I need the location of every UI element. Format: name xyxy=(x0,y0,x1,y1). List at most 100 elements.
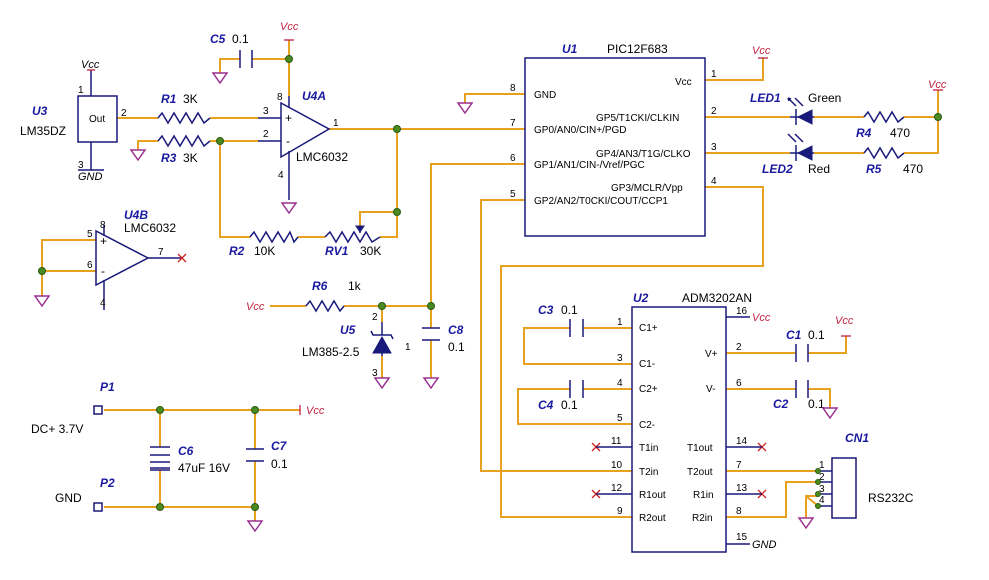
r5-vcc: Vcc xyxy=(928,79,947,91)
c2-ref: C2 xyxy=(773,397,789,411)
led1-diode: LED1 Green xyxy=(750,91,841,125)
u1-pin-name: GP3/MCLR/Vpp xyxy=(611,183,683,194)
u2-pin-num: 11 xyxy=(611,436,622,447)
u3-sensor: Out 1 3 2 U3 LM35DZ Vcc GND xyxy=(20,59,127,183)
u2-ref: U2 xyxy=(633,291,649,305)
u4a-value: LMC6032 xyxy=(296,150,348,164)
c5-capacitor: C5 0.1 Vcc xyxy=(210,21,299,85)
u1-pin-num: 3 xyxy=(711,142,717,153)
u1-pin-name: GP2/AN2/T0CKI/COUT/CCP1 xyxy=(534,196,668,207)
u2-pin-name: C1+ xyxy=(639,323,658,334)
u3-pin3: 3 xyxy=(78,160,84,171)
u1-pin-name: GP1/AN1/CIN-/Vref/PGC xyxy=(534,160,645,171)
u4a-opamp: + - 8 3 2 1 4 U4A LMC6032 xyxy=(258,89,348,215)
r4-resistor: R4 470 xyxy=(856,110,910,140)
u2-pin-num: 5 xyxy=(617,413,623,424)
u2-pin-name: T2in xyxy=(639,467,658,478)
u5-value: LM385-2.5 xyxy=(302,345,360,359)
u4a-minus: - xyxy=(286,134,290,148)
led1-ref: LED1 xyxy=(750,91,781,105)
u4a-pin4: 4 xyxy=(278,170,284,181)
u3-box-label: Out xyxy=(89,114,105,125)
cn1-ref: CN1 xyxy=(845,431,869,445)
u2-pin-num: 15 xyxy=(736,532,748,543)
p1-ref: P1 xyxy=(100,380,115,394)
p2-value: GND xyxy=(55,491,82,505)
u2-pin-name: R1in xyxy=(693,490,714,501)
rv1-value: 30K xyxy=(360,244,381,258)
u4b-pin4: 4 xyxy=(100,298,106,309)
u1-pin-num: 8 xyxy=(510,83,516,94)
c6-ref: C6 xyxy=(178,444,194,458)
u2-pin-num: 1 xyxy=(617,317,623,328)
c8-capacitor: C8 0.1 xyxy=(422,323,465,390)
u1-ref: U1 xyxy=(562,42,578,56)
u2-pin-name: V- xyxy=(706,384,715,395)
led1-value: Green xyxy=(808,91,841,105)
r1-value: 3K xyxy=(183,92,198,106)
c1-vcc: Vcc xyxy=(835,315,854,327)
r5-value: 470 xyxy=(903,162,923,176)
c3-ref: C3 xyxy=(538,303,554,317)
u4a-pin8: 8 xyxy=(277,92,283,103)
u3-pin2: 2 xyxy=(121,108,127,119)
u4b-value: LMC6032 xyxy=(124,221,176,235)
u2-pin-num: 16 xyxy=(736,306,748,317)
u2-pin-num: 8 xyxy=(736,506,742,517)
wires xyxy=(41,40,939,521)
c5-value: 0.1 xyxy=(232,32,249,46)
power-supply: P1 DC+ 3.7V P2 GND Vcc C6 47uF 16V C7 0.… xyxy=(31,380,325,533)
r5-resistor: R5 470 Vcc xyxy=(863,79,947,176)
r6-resistor: R6 1k Vcc xyxy=(246,279,362,313)
u2-pin-name: T1in xyxy=(639,443,658,454)
u3-gnd-label: GND xyxy=(78,171,103,183)
c1-ref: C1 xyxy=(786,328,802,342)
r4-value: 470 xyxy=(890,126,910,140)
led2-diode: LED2 Red xyxy=(762,133,830,176)
u5-ref: U5 xyxy=(340,323,356,337)
u1-pin-name: GND xyxy=(534,90,556,101)
p1-value: DC+ 3.7V xyxy=(31,422,83,436)
c5-vcc: Vcc xyxy=(280,21,299,33)
u1-left-pins: 8 GND 7 GP0/AN0/CIN+/PGD 6 GP1/AN1/CIN-/… xyxy=(510,83,668,207)
c6-value: 47uF 16V xyxy=(178,461,230,475)
u3-ref: U3 xyxy=(32,104,48,118)
r6-vcc: Vcc xyxy=(246,301,265,313)
u2-vcc: Vcc xyxy=(752,312,771,324)
c2-capacitor: C2 0.1 xyxy=(773,380,839,420)
u2-pin-name: T1out xyxy=(687,443,713,454)
u4b-pin8: 8 xyxy=(100,220,106,231)
r2-ref: R2 xyxy=(229,244,245,258)
u3-vcc-label: Vcc xyxy=(81,59,100,71)
r3-value: 3K xyxy=(183,151,198,165)
r3-resistor: R3 3K xyxy=(129,134,211,165)
u2-value: ADM3202AN xyxy=(682,291,752,305)
u5-pin3: 3 xyxy=(372,368,378,379)
cn1-pin: 1 xyxy=(819,460,825,471)
u1-pin-name: GP0/AN0/CIN+/PGD xyxy=(534,125,627,136)
u1-pin-num: 5 xyxy=(510,189,516,200)
u2-pin-num: 6 xyxy=(736,378,742,389)
u2-pin-name: R1out xyxy=(639,490,666,501)
u2-transceiver: U2 ADM3202AN Vcc GND 1 C1+ 3 C1- 4 C2+ 5… xyxy=(591,291,777,553)
c1-value: 0.1 xyxy=(808,328,825,342)
u2-pin-num: 10 xyxy=(611,460,623,471)
c7-ref: C7 xyxy=(271,439,288,453)
u4b-pin7: 7 xyxy=(158,247,164,258)
supply-vcc: Vcc xyxy=(306,405,325,417)
c7-value: 0.1 xyxy=(271,457,288,471)
u2-pin-num: 14 xyxy=(736,436,748,447)
r3-ref: R3 xyxy=(161,151,177,165)
u1-pin-name: GP4/AN3/T1G/CLKO xyxy=(596,149,691,160)
u5-pin1: 1 xyxy=(405,342,411,353)
cn1-pin: 4 xyxy=(819,495,825,506)
u1-pin-num: 1 xyxy=(711,69,717,80)
p2-ref: P2 xyxy=(100,476,115,490)
u1-right-pins: 1 Vcc 2 GP5/T1CKI/CLKIN 3 GP4/AN3/T1G/CL… xyxy=(596,69,717,194)
u1-value: PIC12F683 xyxy=(607,42,668,56)
u4b-minus: - xyxy=(101,264,105,278)
rv1-potentiometer: RV1 30K xyxy=(324,225,381,258)
u2-pin-num: 12 xyxy=(611,483,623,494)
r6-value: 1k xyxy=(348,279,362,293)
